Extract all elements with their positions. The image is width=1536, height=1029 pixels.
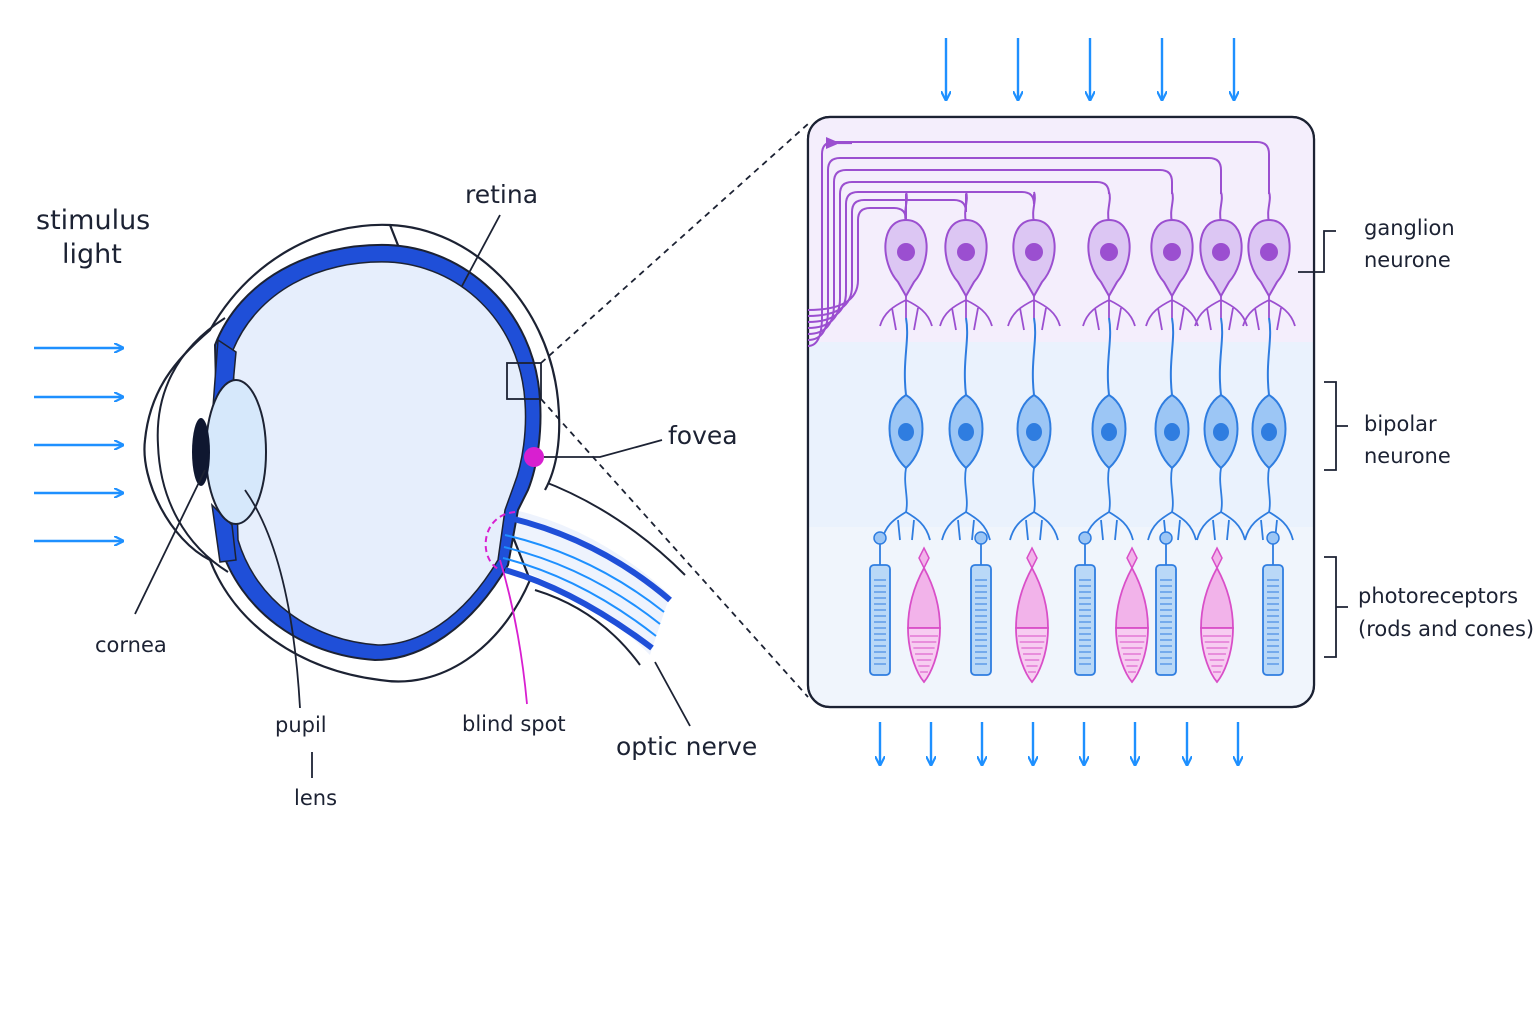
panel-labels: ganglion neurone bipolar neurone photore… [1298,216,1534,658]
ganglion-label-line2: neurone [1364,248,1451,272]
retina-leader [461,214,501,287]
bipolar-cell [1084,393,1134,541]
ganglion-cell [1007,191,1061,396]
lens-label: lens [294,786,337,810]
rod-cell [869,531,891,676]
optic-nerve-outline-bottom [534,589,641,666]
optic-nerve-label: optic nerve [616,732,757,761]
incoming-light-arrows [946,38,1234,99]
blind-spot-leader [499,559,528,705]
bipolar-cell [1009,393,1059,541]
optic-nerve-leader [654,661,691,727]
photoreceptor-bracket [1324,556,1348,658]
ganglion-bracket [1298,230,1336,273]
outgoing-light-arrows [880,722,1238,764]
cone-cell [1115,546,1149,684]
rod-cell [970,531,992,676]
bipolar-label-line2: neurone [1364,444,1451,468]
ganglion-axon [807,194,967,317]
pupil-leader [244,489,301,709]
lens-shape [205,379,267,525]
fovea-label: fovea [668,421,738,450]
pupil-shape [192,418,210,486]
cornea-leader [134,469,206,615]
ganglion-cell [879,191,933,396]
blind-spot-label: blind spot [462,712,566,736]
bipolar-cell [941,393,991,541]
ganglion-cell [1194,191,1248,396]
zoom-lines [540,123,809,698]
bipolar-bracket [1324,381,1348,471]
ganglion-cell [939,191,993,396]
cornea-outline [156,317,229,573]
ganglion-axon [807,169,1173,335]
bipolar-cells [881,393,1294,541]
stimulus-light-arrows [34,348,122,541]
ganglion-cell [1145,191,1199,396]
cone-cell [907,546,941,684]
ganglion-axon [807,181,1110,329]
bipolar-cell [881,393,931,541]
optic-nerve-outline-top [539,479,686,576]
ganglion-axon [807,191,1035,323]
ganglion-cell [1242,191,1296,396]
rod-cell [1155,531,1177,676]
eye-cross-section [143,223,686,683]
cone-cell [1200,546,1234,684]
cornea-label: cornea [95,633,167,657]
ganglion-axon [807,194,907,311]
ganglion-label-line1: ganglion [1364,216,1455,240]
bipolar-cell [1196,393,1246,541]
rod-cell [1262,531,1284,676]
retina-label: retina [465,180,538,209]
eye-labels: stimulus light retina fovea cornea pupil… [36,180,757,810]
cone-cell [1015,546,1049,684]
magnified-region-box [506,362,542,400]
ganglion-cell [1082,191,1136,396]
photoreceptor-label-line1: photoreceptors [1358,584,1518,608]
bipolar-label-line1: bipolar [1364,412,1437,436]
vitreous-body [232,261,527,646]
ganglion-axons [807,137,1270,347]
optic-nerve-fibers [502,515,672,651]
ganglion-cells [879,191,1296,396]
pupil-label: pupil [275,713,327,737]
photoreceptor-cells [869,531,1284,684]
rod-cell [1074,531,1096,676]
retina-magnified-panel [806,115,1316,709]
blind-spot-outline [484,511,516,571]
bipolar-cell [1147,393,1197,541]
fovea-dot [524,447,544,467]
stimulus-label-line1: stimulus [36,205,150,236]
fovea-leader [544,439,663,458]
stimulus-label-line2: light [62,239,122,270]
bipolar-cell [1244,393,1294,541]
photoreceptor-label-line2: (rods and cones) [1358,617,1534,641]
